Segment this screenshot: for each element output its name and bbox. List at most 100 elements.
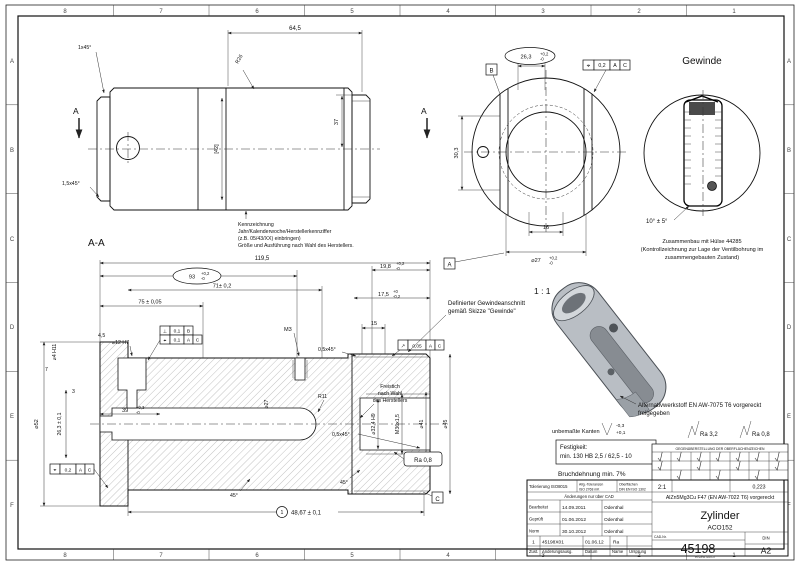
tb-din-label: DIN: [762, 536, 769, 541]
dim-bore-tol-dn: -0: [549, 261, 553, 266]
tb-drawing-number: 45198: [681, 542, 716, 556]
fcf3-datum2: C: [438, 343, 442, 349]
tb-row3-name: Odenthal: [604, 529, 623, 535]
fcf4-symbol: ⌖: [54, 468, 57, 474]
dim-index-1: 1: [281, 510, 284, 516]
angle-45-2: 45°: [340, 480, 348, 486]
alt-material-1: Alternativwerkstoff EN AW-7075 T6 vorger…: [638, 403, 761, 409]
tb-weight: 0,223: [753, 485, 766, 491]
tb-cad-note: Änderungen nur über CAD: [564, 494, 614, 499]
grid-bot-8: 8: [63, 553, 67, 559]
tb-cadnr-label: CAD-Nr.: [654, 535, 667, 539]
tb-part-title: Zylinder: [700, 510, 739, 522]
grid-right-d: D: [787, 325, 792, 331]
dim-39: 39: [122, 408, 128, 414]
dim-93-tol-up: +0,2: [201, 271, 210, 276]
dim-48-67: 48,67 ± 0,1: [291, 511, 322, 517]
dim-27-bore: ⌀27: [264, 399, 270, 408]
tb-allg-2: ISO 2768 mK: [579, 488, 600, 492]
gewinde-note-2: gemäß Skizze "Gewinde": [448, 309, 516, 315]
alt-material-2: freigegeben: [638, 411, 670, 417]
section-fcf-stack: ⊥ 0,1 B ⌖ 0,1 A C: [147, 325, 203, 361]
dim-17-5: 17,5: [378, 292, 389, 298]
gewinde-title: Gewinde: [682, 56, 722, 67]
gewinde-caption-2: (Kontrollzeichnung zur Lage der Ventilbo…: [641, 247, 764, 253]
section-fcf-position: ⌖ 0,2 A C: [49, 463, 109, 489]
section-pocket-bore: [117, 357, 147, 409]
gewinde-detail: Gewinde 10° ± 5° Zusammenbau mit Hülse 4…: [641, 56, 764, 261]
dim-bore-27: ⌀27: [531, 258, 541, 264]
front-fcf-position: ⌖ 0,2 A C: [582, 59, 631, 93]
dim-19-8-tol-up: +0,2: [396, 261, 405, 266]
dim-37: 37: [334, 119, 340, 125]
grid-left-f: F: [10, 503, 14, 509]
dim-42: [42]: [214, 144, 220, 154]
ra08-note-label: Ra 0,8: [752, 432, 770, 438]
grid-right-a: A: [787, 59, 791, 65]
tb-row1-name: Odenthal: [604, 505, 623, 511]
surface-symbol-ra08: [739, 420, 752, 439]
section-arrow-label-left: A: [73, 106, 79, 116]
grid-top-8: 8: [63, 9, 67, 15]
dim-19-8-tol-dn: -0: [396, 266, 400, 271]
fcf1-symbol: ⊥: [163, 329, 168, 335]
datum-b-box: [485, 63, 498, 76]
datum-c-label: C: [435, 497, 440, 503]
tb-rev-zust: 1: [532, 540, 535, 546]
tb-allg-1: Allg.-Toleranzen: [579, 483, 603, 487]
dim-chamfer-1x45: 1x45°: [78, 45, 91, 51]
fcf4-datum2: C: [88, 467, 92, 473]
tb-h-aenderung: Änderungsausg.: [542, 549, 573, 554]
fcf3-symbol: ↗: [401, 344, 405, 350]
gewinde-ventil-hole: [707, 181, 717, 191]
tb-h-zust: Zust.: [529, 549, 538, 554]
fcf2-datum1: A: [187, 338, 191, 344]
tb-h-datum: Datum: [585, 549, 598, 554]
datum-a-box: [443, 257, 456, 270]
tb-erstellt: Erstellt durch: [695, 555, 715, 559]
dim-7: 7: [45, 367, 48, 373]
tb-rev-name: Ra: [613, 540, 619, 546]
grid-right-f: F: [787, 503, 791, 509]
grid-top-5: 5: [350, 9, 354, 15]
front-view: 26,3 +0,2 -0 ⌖ 0,2 A C B 30,3 16: [443, 47, 631, 270]
gewinde-thread-ticks: [684, 111, 722, 185]
section-label: A-A: [88, 238, 105, 249]
fcf-datum1: A: [613, 63, 617, 69]
fcf4-datum1: A: [79, 467, 83, 473]
fcf3-datum1: A: [429, 343, 433, 349]
tb-oberflaechen-2: DIN EN ISO 1302: [619, 488, 646, 492]
grid-right-e: E: [787, 414, 791, 420]
grid-right-c: C: [787, 237, 792, 243]
dim-45: ⌀45: [443, 419, 449, 428]
iso-scale-label: 1 : 1: [534, 286, 551, 296]
surface-table-title: GEGENÜBERSTELLUNG DER OBERFLÄCHENZEICHEN: [676, 447, 765, 451]
dim-30-3: 30,3: [454, 148, 460, 159]
bruchdehnung: Bruchdehnung min. 7%: [558, 471, 626, 478]
gewinde-angle: 10° ± 5°: [646, 219, 668, 225]
gewinde-caption-3: zusammengebauten Zustand): [665, 255, 739, 261]
dim-chamfer-15x45: 1,5x45°: [62, 181, 80, 187]
tb-format: A2: [761, 546, 772, 556]
grid-top-6: 6: [255, 9, 259, 15]
freistich-2: nach Wahl: [378, 391, 402, 397]
fcf3-value: 0,05: [412, 343, 422, 349]
festigkeit-2: min. 130 HB 2,5 / 62,5 - 10: [560, 454, 632, 460]
dim-19-8: 19,8: [380, 264, 391, 270]
festigkeit-1: Festigkeit:: [560, 445, 588, 451]
ra08-label: Ra 0,8: [414, 458, 432, 464]
section-fcf-runout: ↗ 0,05 A C: [391, 339, 445, 357]
dim-41: ⌀41: [419, 419, 425, 428]
general-notes: unbemaßte Kanten -0,3 +0,1 Festigkeit: m…: [552, 420, 770, 478]
grid-bot-6: 6: [255, 553, 259, 559]
kanten-label: unbemaßte Kanten: [552, 429, 600, 435]
fcf-symbol: ⌖: [587, 64, 591, 70]
grid-left-b: B: [10, 148, 14, 154]
angle-45-1: 45°: [230, 493, 238, 499]
sheet-frame: 8 7 6 5 4 3 2 1 8 7 6 5 4 3 2 1 A B C D …: [5, 4, 795, 561]
dim-chamfer-05-1: 0,5x45°: [318, 347, 336, 353]
dim-93: 93: [189, 275, 195, 281]
dim-39-tol-up: +0,3: [136, 405, 145, 410]
tb-oberflaechen-1: Oberflächen: [619, 483, 638, 487]
